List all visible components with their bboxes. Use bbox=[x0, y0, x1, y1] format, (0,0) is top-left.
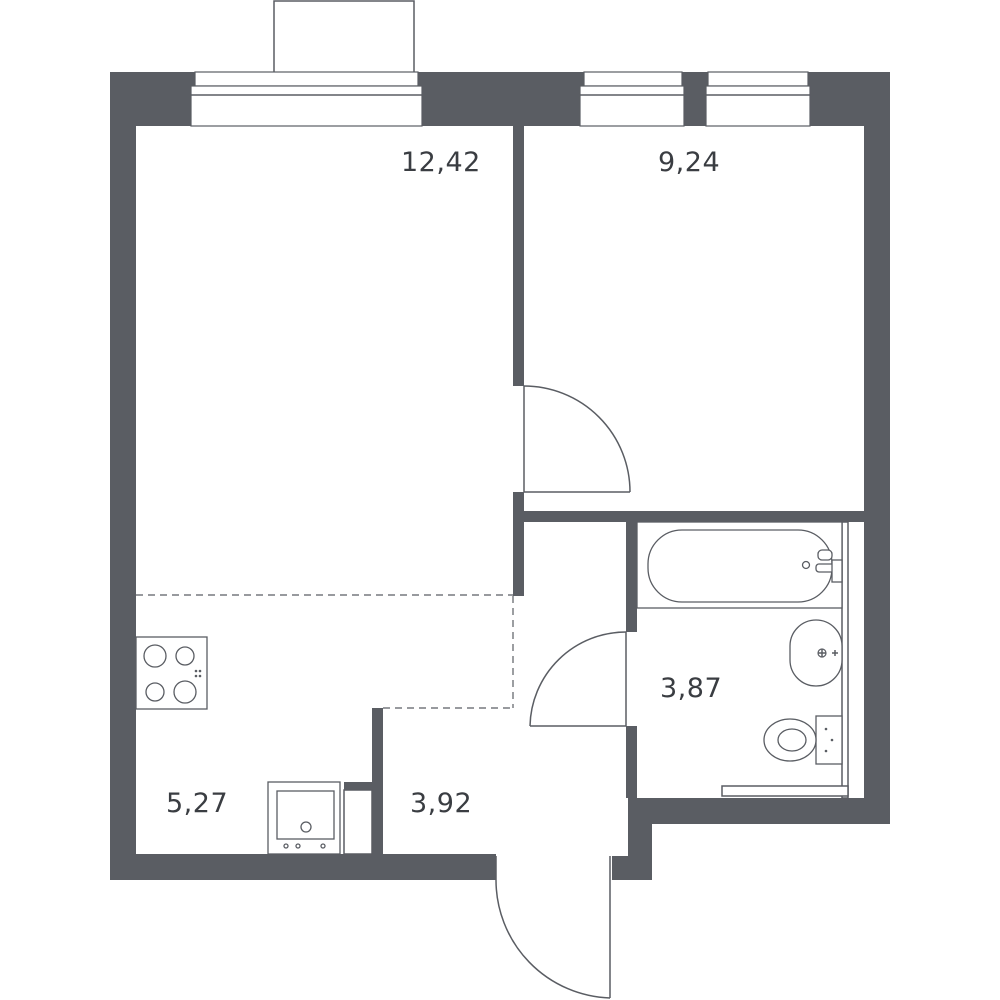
door-entrance bbox=[495, 856, 611, 999]
window-living bbox=[194, 71, 419, 87]
outer-walls bbox=[110, 72, 890, 880]
windows bbox=[190, 71, 811, 127]
interior-walls bbox=[343, 126, 864, 855]
door-bathroom bbox=[529, 631, 627, 727]
sink-icon bbox=[267, 781, 341, 855]
window-bedroom-1 bbox=[583, 71, 683, 87]
area-label-hallway: 3,92 bbox=[410, 788, 472, 819]
door-bedroom bbox=[523, 385, 631, 493]
stove-icon bbox=[135, 636, 208, 710]
area-label-bathroom: 3,87 bbox=[660, 673, 722, 704]
area-label-living-room: 12,42 bbox=[401, 147, 481, 178]
balcony bbox=[273, 0, 415, 74]
window-bedroom-2 bbox=[707, 71, 809, 87]
bathtub-icon bbox=[636, 521, 843, 609]
area-label-bedroom: 9,24 bbox=[658, 147, 720, 178]
zone-divider bbox=[136, 594, 514, 709]
toilet-icon bbox=[763, 715, 843, 765]
area-label-kitchen: 5,27 bbox=[166, 788, 228, 819]
washbasin-icon bbox=[789, 619, 843, 687]
